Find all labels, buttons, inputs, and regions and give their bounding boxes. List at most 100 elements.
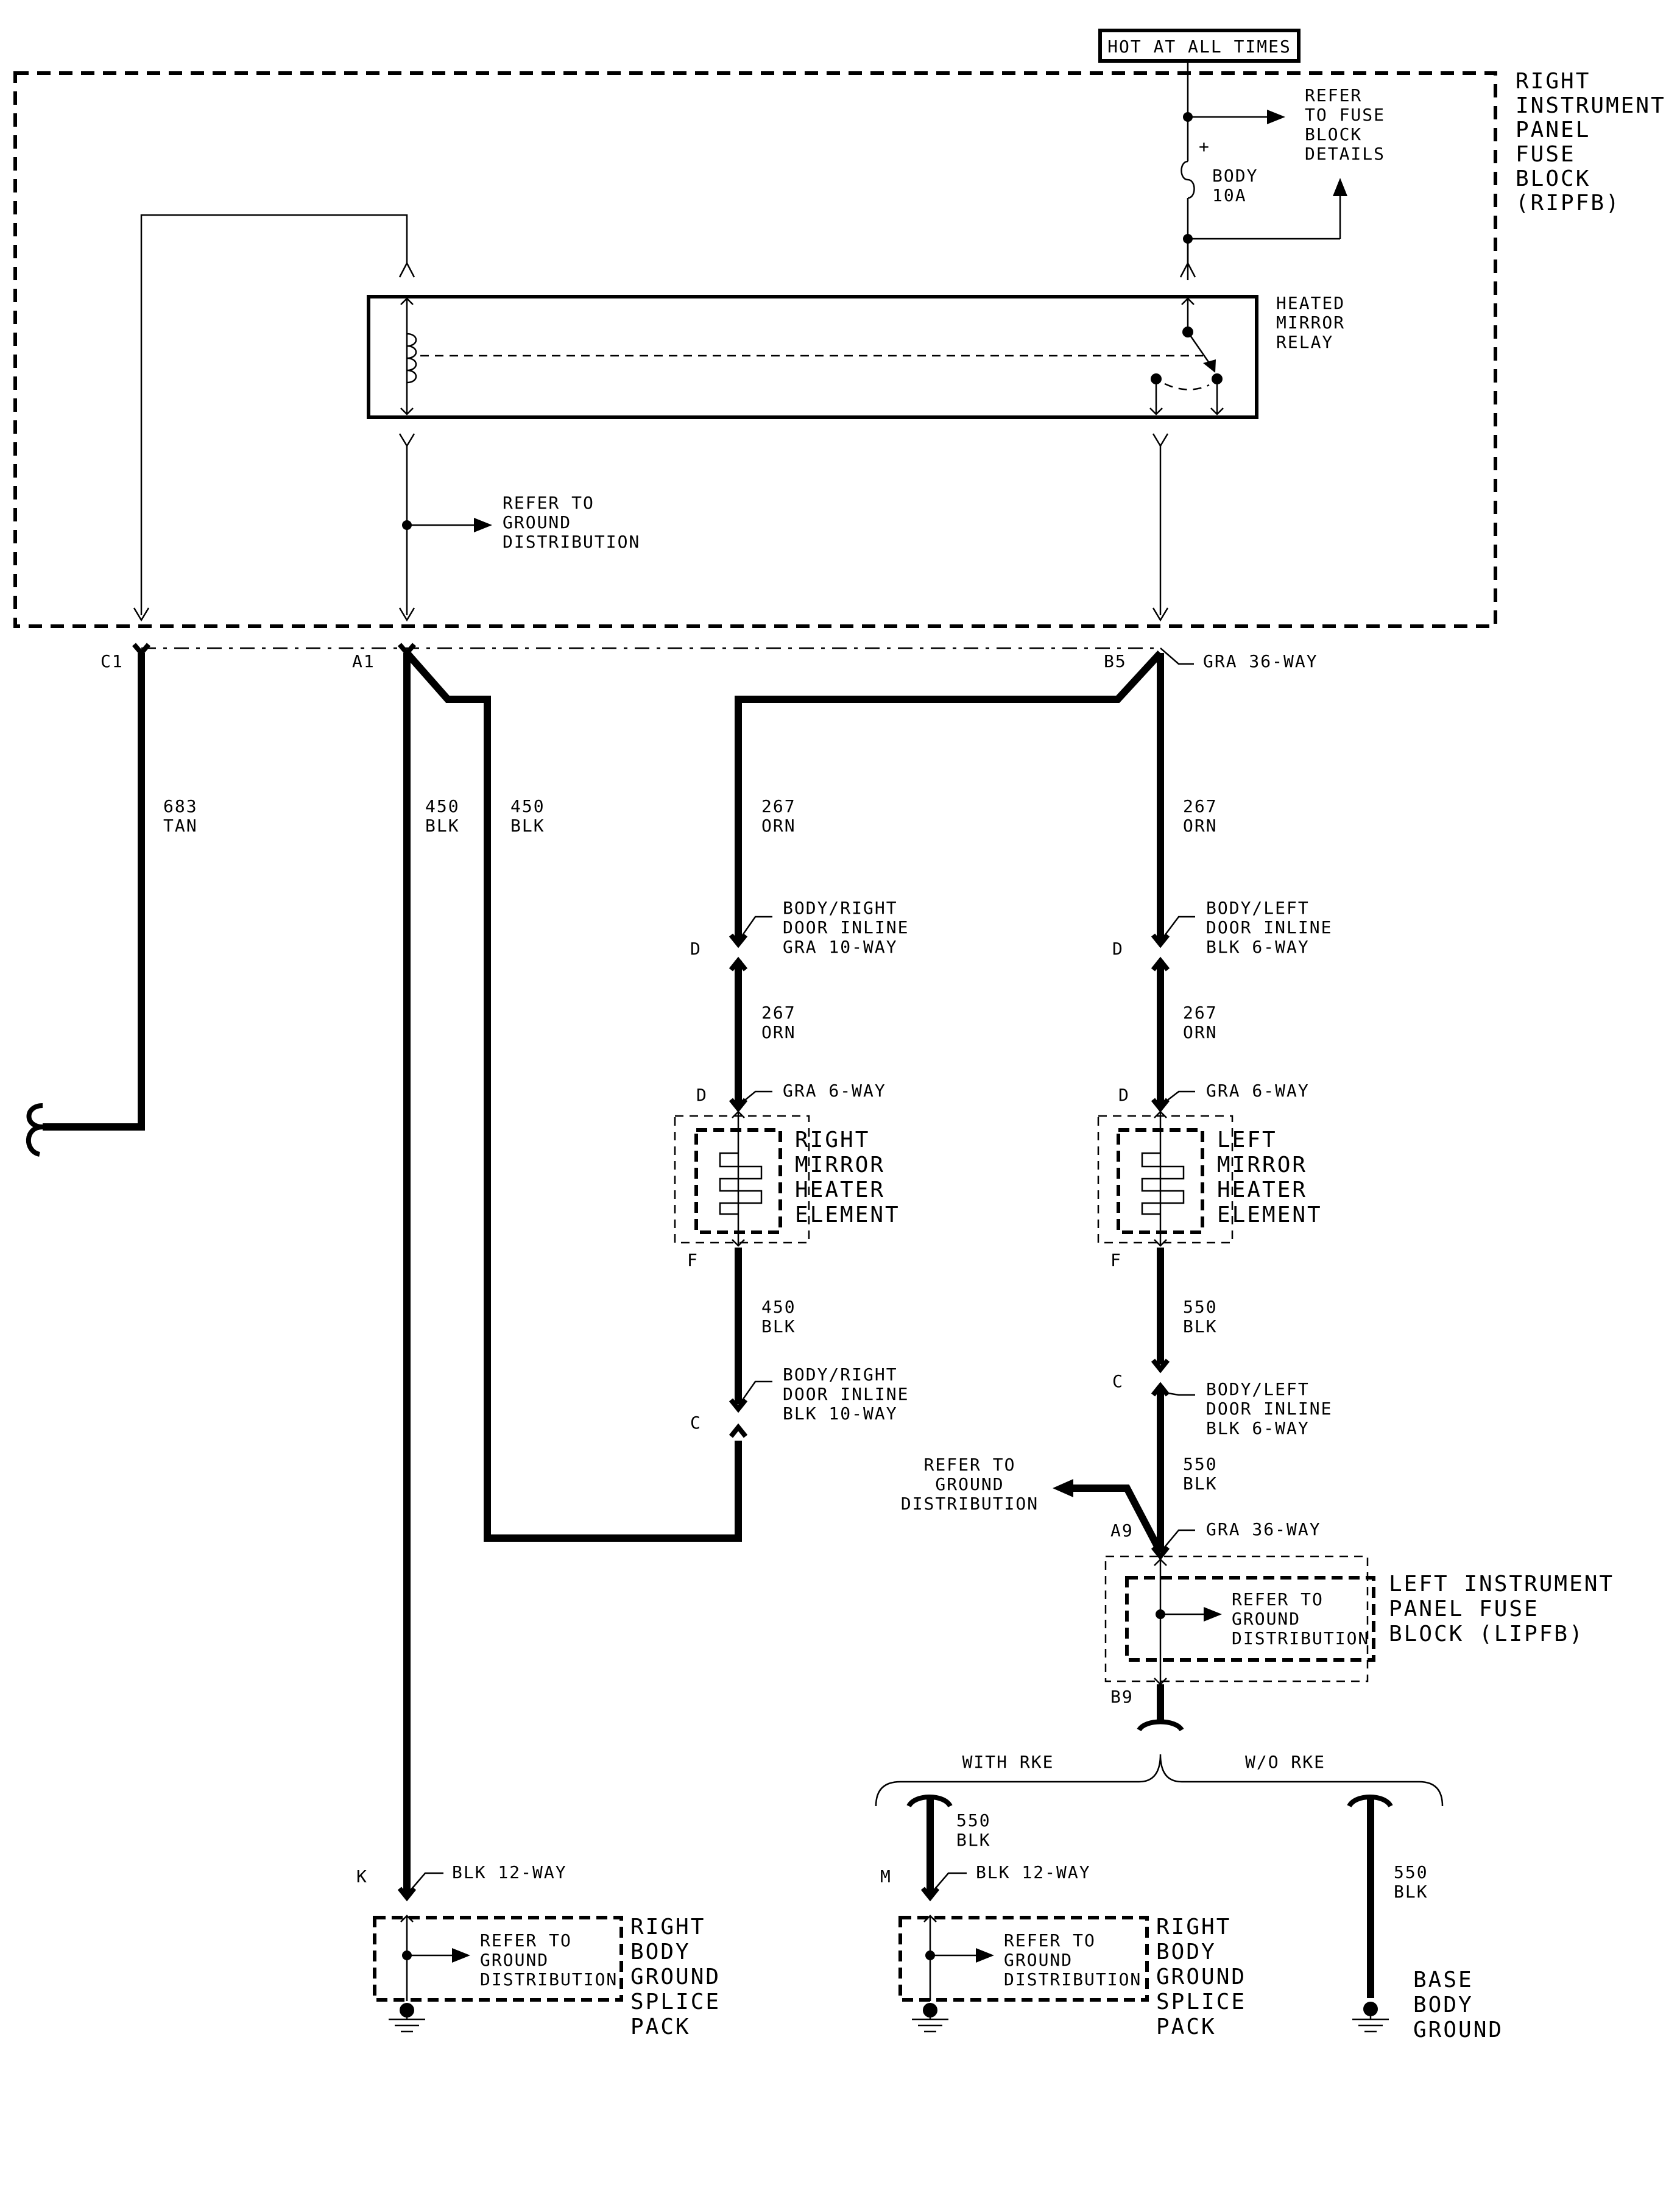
- svg-text:REFER TO: REFER TO: [503, 493, 595, 513]
- pin-c1: C1: [101, 651, 124, 671]
- svg-text:BODY: BODY: [1156, 1940, 1216, 1965]
- lipfb-name-label: LEFT INSTRUMENT PANEL FUSE BLOCK (LIPFB): [1389, 1572, 1614, 1647]
- svg-text:RIGHT: RIGHT: [795, 1128, 870, 1153]
- svg-text:C: C: [1112, 1371, 1124, 1391]
- power-source-label: HOT AT ALL TIMES: [1107, 37, 1291, 57]
- relay-terminal-right-bottom: [1152, 433, 1169, 448]
- svg-text:REFER TO: REFER TO: [1232, 1589, 1324, 1609]
- svg-text:450: 450: [510, 796, 545, 816]
- svg-text:MIRROR: MIRROR: [1276, 312, 1345, 333]
- svg-text:BODY: BODY: [1413, 1993, 1474, 2018]
- svg-text:DOOR INLINE: DOOR INLINE: [783, 1384, 909, 1404]
- relay-terminal-left-bottom: [398, 433, 415, 448]
- svg-text:BLK 10-WAY: BLK 10-WAY: [783, 1403, 898, 1424]
- svg-text:BLK: BLK: [510, 816, 545, 836]
- pin-a9: A9: [1110, 1520, 1134, 1541]
- svg-text:HEATER: HEATER: [795, 1177, 885, 1202]
- fuse-polarity: +: [1199, 136, 1210, 157]
- svg-text:550: 550: [1394, 1862, 1428, 1882]
- svg-text:ORN: ORN: [761, 816, 796, 836]
- svg-text:550: 550: [1183, 1454, 1218, 1474]
- svg-text:REFER TO: REFER TO: [1004, 1930, 1096, 1951]
- svg-text:GROUND: GROUND: [935, 1474, 1004, 1494]
- svg-text:450: 450: [761, 1297, 796, 1317]
- svg-text:BLOCK: BLOCK: [1516, 166, 1590, 191]
- svg-text:DISTRIBUTION: DISTRIBUTION: [1232, 1628, 1369, 1648]
- base-body-ground-icon: [1352, 2002, 1389, 2033]
- svg-text:683: 683: [163, 796, 198, 816]
- svg-text:M: M: [880, 1866, 892, 1887]
- svg-text:GRA 10-WAY: GRA 10-WAY: [783, 937, 898, 957]
- svg-text:DISTRIBUTION: DISTRIBUTION: [1004, 1969, 1142, 1989]
- svg-text:ORN: ORN: [761, 1022, 796, 1042]
- svg-text:PACK: PACK: [1156, 2014, 1216, 2039]
- svg-text:RIGHT: RIGHT: [630, 1915, 705, 1940]
- svg-text:DISTRIBUTION: DISTRIBUTION: [503, 532, 640, 552]
- rke-option-bracket: WITH RKE W/O RKE: [875, 1752, 1444, 1807]
- svg-text:DOOR INLINE: DOOR INLINE: [783, 917, 909, 937]
- left-door-inline-d: BODY/LEFT DOOR INLINE BLK 6-WAY D: [1112, 898, 1332, 972]
- svg-text:GROUND: GROUND: [503, 512, 571, 532]
- svg-text:550: 550: [956, 1810, 991, 1830]
- pin-a1: A1: [352, 651, 375, 671]
- wire-267-orn-right: [735, 650, 1163, 941]
- svg-text:BODY: BODY: [630, 1940, 691, 1965]
- svg-text:BLK: BLK: [1183, 1474, 1218, 1494]
- wire-683-tan: [43, 653, 145, 1131]
- svg-text:GROUND: GROUND: [1232, 1609, 1301, 1629]
- fuse-ref-label: REFER TO FUSE BLOCK DETAILS: [1305, 85, 1385, 164]
- svg-text:ELEMENT: ELEMENT: [1217, 1202, 1322, 1227]
- svg-text:D: D: [1118, 1085, 1130, 1105]
- svg-text:GROUND: GROUND: [1156, 1965, 1246, 1989]
- svg-text:BLK 6-WAY: BLK 6-WAY: [1206, 937, 1310, 957]
- svg-text:GROUND: GROUND: [1004, 1950, 1073, 1970]
- svg-text:BLK 12-WAY: BLK 12-WAY: [976, 1862, 1091, 1882]
- lipfb-ground-branch: [1073, 1485, 1164, 1554]
- svg-text:DOOR INLINE: DOOR INLINE: [1206, 917, 1332, 937]
- right-mirror-heater-element: GRA 6-WAY D RIGHT MIRROR HEATER ELEMENT …: [674, 1081, 898, 1270]
- svg-text:BODY/RIGHT: BODY/RIGHT: [783, 1364, 898, 1385]
- svg-text:DETAILS: DETAILS: [1305, 144, 1385, 164]
- svg-text:(RIPFB): (RIPFB): [1516, 191, 1621, 216]
- pin-b5: B5: [1104, 651, 1127, 671]
- with-rke-label: WITH RKE: [962, 1752, 1054, 1772]
- a9-connector-label: GRA 36-WAY: [1206, 1519, 1321, 1539]
- svg-text:LEFT INSTRUMENT: LEFT INSTRUMENT: [1389, 1572, 1614, 1597]
- svg-text:TO FUSE: TO FUSE: [1305, 105, 1385, 125]
- lipfb-ground-ref-label: REFER TO GROUND DISTRIBUTION: [901, 1455, 1039, 1514]
- svg-text:D: D: [1112, 939, 1124, 959]
- right-door-inline-d: BODY/RIGHT DOOR INLINE GRA 10-WAY D: [690, 898, 909, 972]
- svg-text:TAN: TAN: [163, 816, 198, 836]
- ripfb-name-label: RIGHT INSTRUMENT PANEL FUSE BLOCK (RIPFB…: [1516, 69, 1666, 216]
- svg-text:INSTRUMENT: INSTRUMENT: [1516, 93, 1666, 118]
- svg-text:RIGHT: RIGHT: [1516, 69, 1590, 94]
- ripfb-enclosure: [13, 71, 1497, 628]
- svg-text:ORN: ORN: [1183, 816, 1218, 836]
- base-body-ground-label: BASE BODY GROUND: [1413, 1968, 1502, 2042]
- svg-text:D: D: [696, 1085, 708, 1105]
- svg-text:SPLICE: SPLICE: [630, 1989, 721, 2014]
- svg-text:LEFT: LEFT: [1217, 1128, 1277, 1153]
- svg-text:GRA 6-WAY: GRA 6-WAY: [1206, 1081, 1310, 1101]
- relay-ground-ref-label: REFER TO GROUND DISTRIBUTION: [503, 493, 640, 552]
- svg-text:BLK: BLK: [1394, 1882, 1428, 1902]
- svg-text:REFER: REFER: [1305, 85, 1362, 105]
- svg-text:BASE: BASE: [1413, 1968, 1474, 1993]
- svg-text:BLOCK (LIPFB): BLOCK (LIPFB): [1389, 1622, 1584, 1647]
- svg-text:PACK: PACK: [630, 2014, 691, 2039]
- svg-text:K: K: [356, 1866, 368, 1887]
- relay-label: HEATED MIRROR RELAY: [1276, 293, 1345, 352]
- svg-text:F: F: [1110, 1250, 1122, 1270]
- lipfb-block: REFER TO GROUND DISTRIBUTION: [1104, 1555, 1375, 1686]
- svg-text:DISTRIBUTION: DISTRIBUTION: [901, 1494, 1039, 1514]
- svg-text:BLOCK: BLOCK: [1305, 124, 1362, 144]
- left-door-inline-c: BODY/LEFT DOOR INLINE BLK 6-WAY C: [1112, 1358, 1331, 1438]
- left-mirror-heater-element: GRA 6-WAY D LEFT MIRROR HEATER ELEMENT F: [1097, 1081, 1322, 1270]
- svg-text:RIGHT: RIGHT: [1156, 1915, 1231, 1940]
- svg-text:267: 267: [761, 1003, 796, 1023]
- svg-text:267: 267: [1183, 796, 1218, 816]
- svg-text:267: 267: [761, 796, 796, 816]
- fuse-body-10a: + BODY 10A: [1181, 61, 1347, 280]
